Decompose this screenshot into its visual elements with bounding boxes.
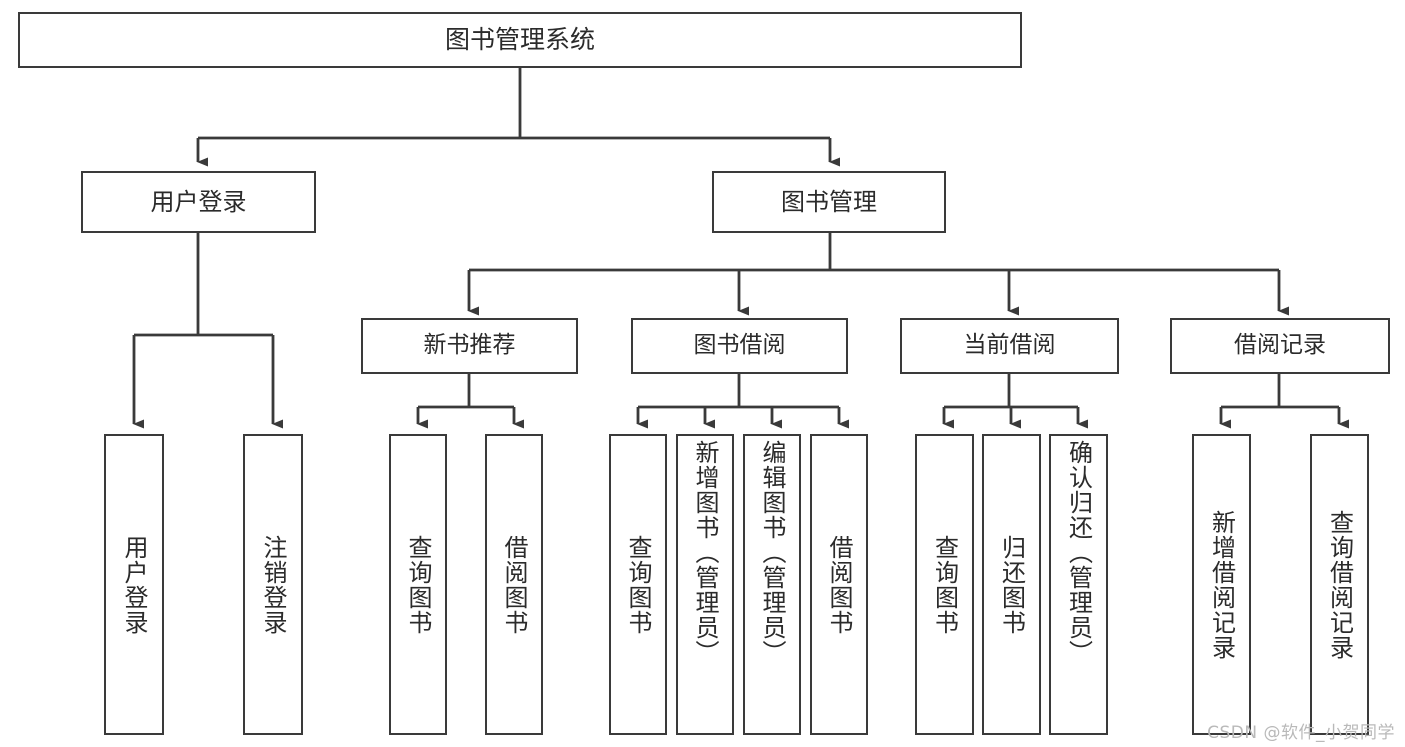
node-book-management-label: 图书管理 [781, 187, 877, 216]
node-leaf-query-book-2[interactable]: 查询图书 [609, 434, 667, 735]
node-leaf-borrow-book-1[interactable]: 借阅图书 [485, 434, 543, 735]
node-leaf-return-book[interactable]: 归还图书 [982, 434, 1041, 735]
node-leaf-query-book-3-label: 查询图书 [930, 534, 959, 635]
watermark-text: CSDN @软件_小贺同学 [1207, 723, 1395, 743]
node-leaf-query-record[interactable]: 查询借阅记录 [1310, 434, 1369, 735]
node-new-book-recommend-label: 新书推荐 [423, 332, 516, 359]
node-leaf-confirm-return[interactable]: 确认归还（管理员） [1049, 434, 1108, 735]
node-leaf-borrow-book-1-label: 借阅图书 [500, 534, 528, 635]
node-leaf-edit-book-label: 编辑图书（管理员） [758, 440, 786, 665]
node-book-borrow-label: 图书借阅 [693, 332, 786, 359]
node-book-borrow[interactable]: 图书借阅 [631, 318, 848, 374]
node-leaf-query-record-label: 查询借阅记录 [1325, 509, 1354, 660]
node-leaf-edit-book[interactable]: 编辑图书（管理员） [743, 434, 801, 735]
node-leaf-user-login[interactable]: 用户登录 [104, 434, 164, 735]
node-user-login[interactable]: 用户登录 [81, 171, 316, 233]
node-current-borrow[interactable]: 当前借阅 [900, 318, 1119, 374]
node-leaf-borrow-book-2[interactable]: 借阅图书 [810, 434, 868, 735]
node-leaf-add-book-label: 新增图书（管理员） [691, 440, 719, 665]
node-leaf-query-book-1[interactable]: 查询图书 [389, 434, 447, 735]
node-leaf-return-book-label: 归还图书 [997, 534, 1026, 635]
node-user-login-label: 用户登录 [150, 187, 247, 216]
node-new-book-recommend[interactable]: 新书推荐 [361, 318, 578, 374]
node-leaf-user-logout-label: 注销登录 [259, 534, 287, 635]
node-borrow-record-label: 借阅记录 [1234, 332, 1326, 359]
node-book-management[interactable]: 图书管理 [712, 171, 946, 233]
node-leaf-query-book-1-label: 查询图书 [404, 534, 432, 635]
node-leaf-user-logout[interactable]: 注销登录 [243, 434, 303, 735]
node-borrow-record[interactable]: 借阅记录 [1170, 318, 1390, 374]
node-leaf-query-book-2-label: 查询图书 [624, 534, 652, 635]
node-leaf-add-record[interactable]: 新增借阅记录 [1192, 434, 1251, 735]
node-leaf-borrow-book-2-label: 借阅图书 [825, 534, 853, 635]
node-leaf-add-record-label: 新增借阅记录 [1207, 509, 1236, 660]
node-root[interactable]: 图书管理系统 [18, 12, 1022, 68]
node-leaf-confirm-return-label: 确认归还（管理员） [1064, 440, 1093, 665]
node-leaf-add-book[interactable]: 新增图书（管理员） [676, 434, 734, 735]
node-leaf-query-book-3[interactable]: 查询图书 [915, 434, 974, 735]
node-leaf-user-login-label: 用户登录 [120, 534, 148, 635]
node-current-borrow-label: 当前借阅 [963, 332, 1056, 359]
node-root-label: 图书管理系统 [444, 25, 595, 54]
